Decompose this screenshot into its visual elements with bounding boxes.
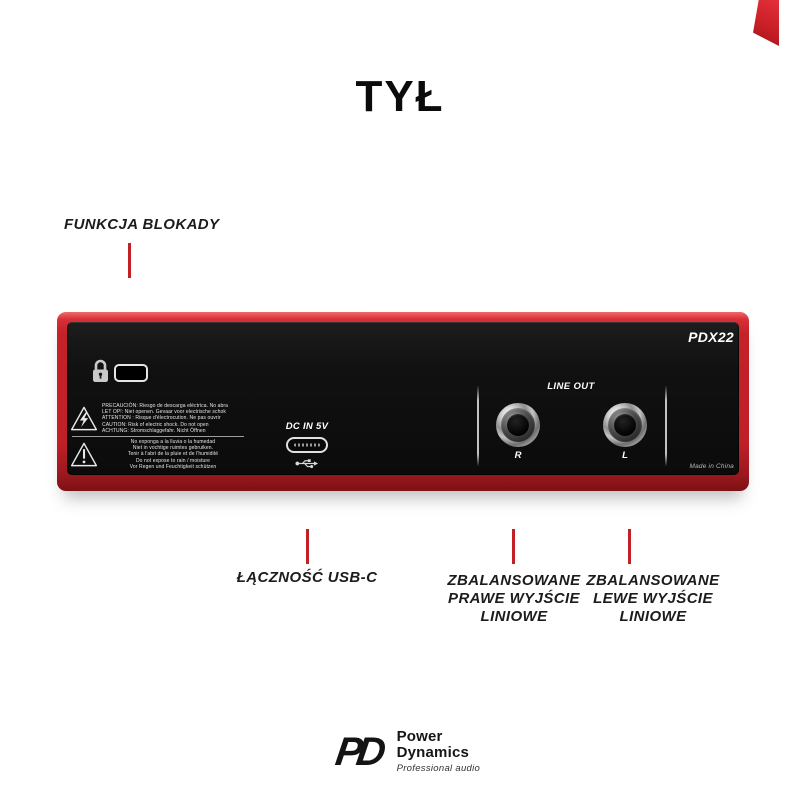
electric-shock-warning-row: PRECAUCIÓN: Riesgo de descarga eléctrica… — [70, 402, 244, 435]
made-in-label: Made in China — [689, 463, 734, 470]
dc-input-label: DC IN 5V — [285, 421, 329, 432]
warning-line: Niet in vochtige ruimtes gebruiken. — [132, 445, 214, 452]
pd-monogram-icon: PD — [332, 729, 383, 774]
line-out-jack-left — [603, 403, 647, 447]
callout-usb-label: ŁĄCZNOŚĆ USB-C — [236, 569, 378, 586]
usb-trident-icon — [295, 457, 319, 475]
callout-lock-pointer-line — [128, 243, 131, 278]
line-out-jack-right — [496, 403, 540, 447]
callout-line: LEWE WYJŚCIE — [593, 590, 713, 607]
warning-line: LET OP!: Niet openen. Gevaar voor electr… — [102, 409, 226, 416]
warning-line: CAUTION: Risk of electric shock. Do not … — [102, 421, 209, 428]
warning-divider — [72, 436, 244, 438]
callout-left-out-label: ZBALANSOWANE LEWE WYJŚCIE LINIOWE — [533, 572, 773, 626]
warning-line: Do not expose to rain / moisture — [135, 457, 211, 464]
warning-line: No exponga a la lluvia o la humedad — [130, 439, 216, 446]
callout-lock-function-label: FUNKCJA BLOKADY — [64, 216, 220, 233]
jack-right-label: R — [514, 450, 522, 461]
callout-line: LINIOWE — [619, 608, 687, 625]
warning-line: PRECAUCIÓN: Riesgo de descarga eléctrica… — [102, 403, 229, 409]
callout-right-out-label: ZBALANSOWANE PRAWE WYJŚCIE LINIOWE — [394, 572, 634, 626]
jack-left-label: L — [622, 450, 628, 461]
line-out-label: LINE OUT — [547, 381, 595, 392]
warning-line: Tenir à l'abri de la pluie et de l'humid… — [127, 451, 219, 458]
page-title: TYŁ — [355, 72, 445, 121]
callout-left-out-pointer-line — [628, 529, 631, 564]
callout-line: ZBALANSOWANE — [586, 572, 720, 589]
brand-name-line2: Dynamics — [396, 744, 470, 761]
section-separator-left — [477, 386, 479, 466]
warning-text-block: PRECAUCIÓN: Riesgo de descarga eléctrica… — [70, 402, 244, 471]
electric-shock-warning-icon — [70, 405, 98, 432]
usb-c-port — [286, 437, 328, 453]
moisture-warning-icon — [70, 441, 98, 468]
callout-line: PRAWE WYJŚCIE — [448, 590, 580, 607]
moisture-warning-lines: No exponga a la lluvia o la humedad Niet… — [102, 439, 244, 470]
callout-right-out-pointer-line — [512, 529, 515, 564]
callout-line: ZBALANSOWANE — [447, 572, 581, 589]
section-separator-right — [665, 386, 667, 466]
audio-interface-rear-panel: PDX22 — [57, 312, 749, 491]
brand-tagline: Professional audio — [396, 763, 481, 774]
brand-text: Power Dynamics Professional audio — [396, 728, 481, 775]
warning-line: Vor Regen und Feuchtigkeit schützen — [129, 463, 217, 470]
rear-panel-faceplate: PDX22 — [67, 322, 739, 475]
brand-name-line1: Power — [396, 728, 443, 745]
corner-ribbon-icon — [753, 0, 779, 46]
brand-logo: PD Power Dynamics Professional audio — [332, 728, 481, 775]
electric-warning-lines: PRECAUCIÓN: Riesgo de descarga eléctrica… — [102, 403, 244, 434]
kensington-lock-slot — [114, 364, 148, 382]
warning-line: ATTENTION : Risque d'électrocution. Ne p… — [102, 415, 221, 422]
callout-line: LINIOWE — [480, 608, 548, 625]
moisture-warning-row: No exponga a la lluvia o la humedad Niet… — [70, 438, 244, 471]
jack-hole — [614, 414, 636, 436]
padlock-icon — [92, 359, 109, 389]
warning-line: ACHTUNG: Stromschlaggefahr. Nicht Öffnen — [102, 427, 206, 434]
model-badge: PDX22 — [688, 329, 734, 345]
jack-hole — [507, 414, 529, 436]
callout-usb-pointer-line — [306, 529, 309, 564]
